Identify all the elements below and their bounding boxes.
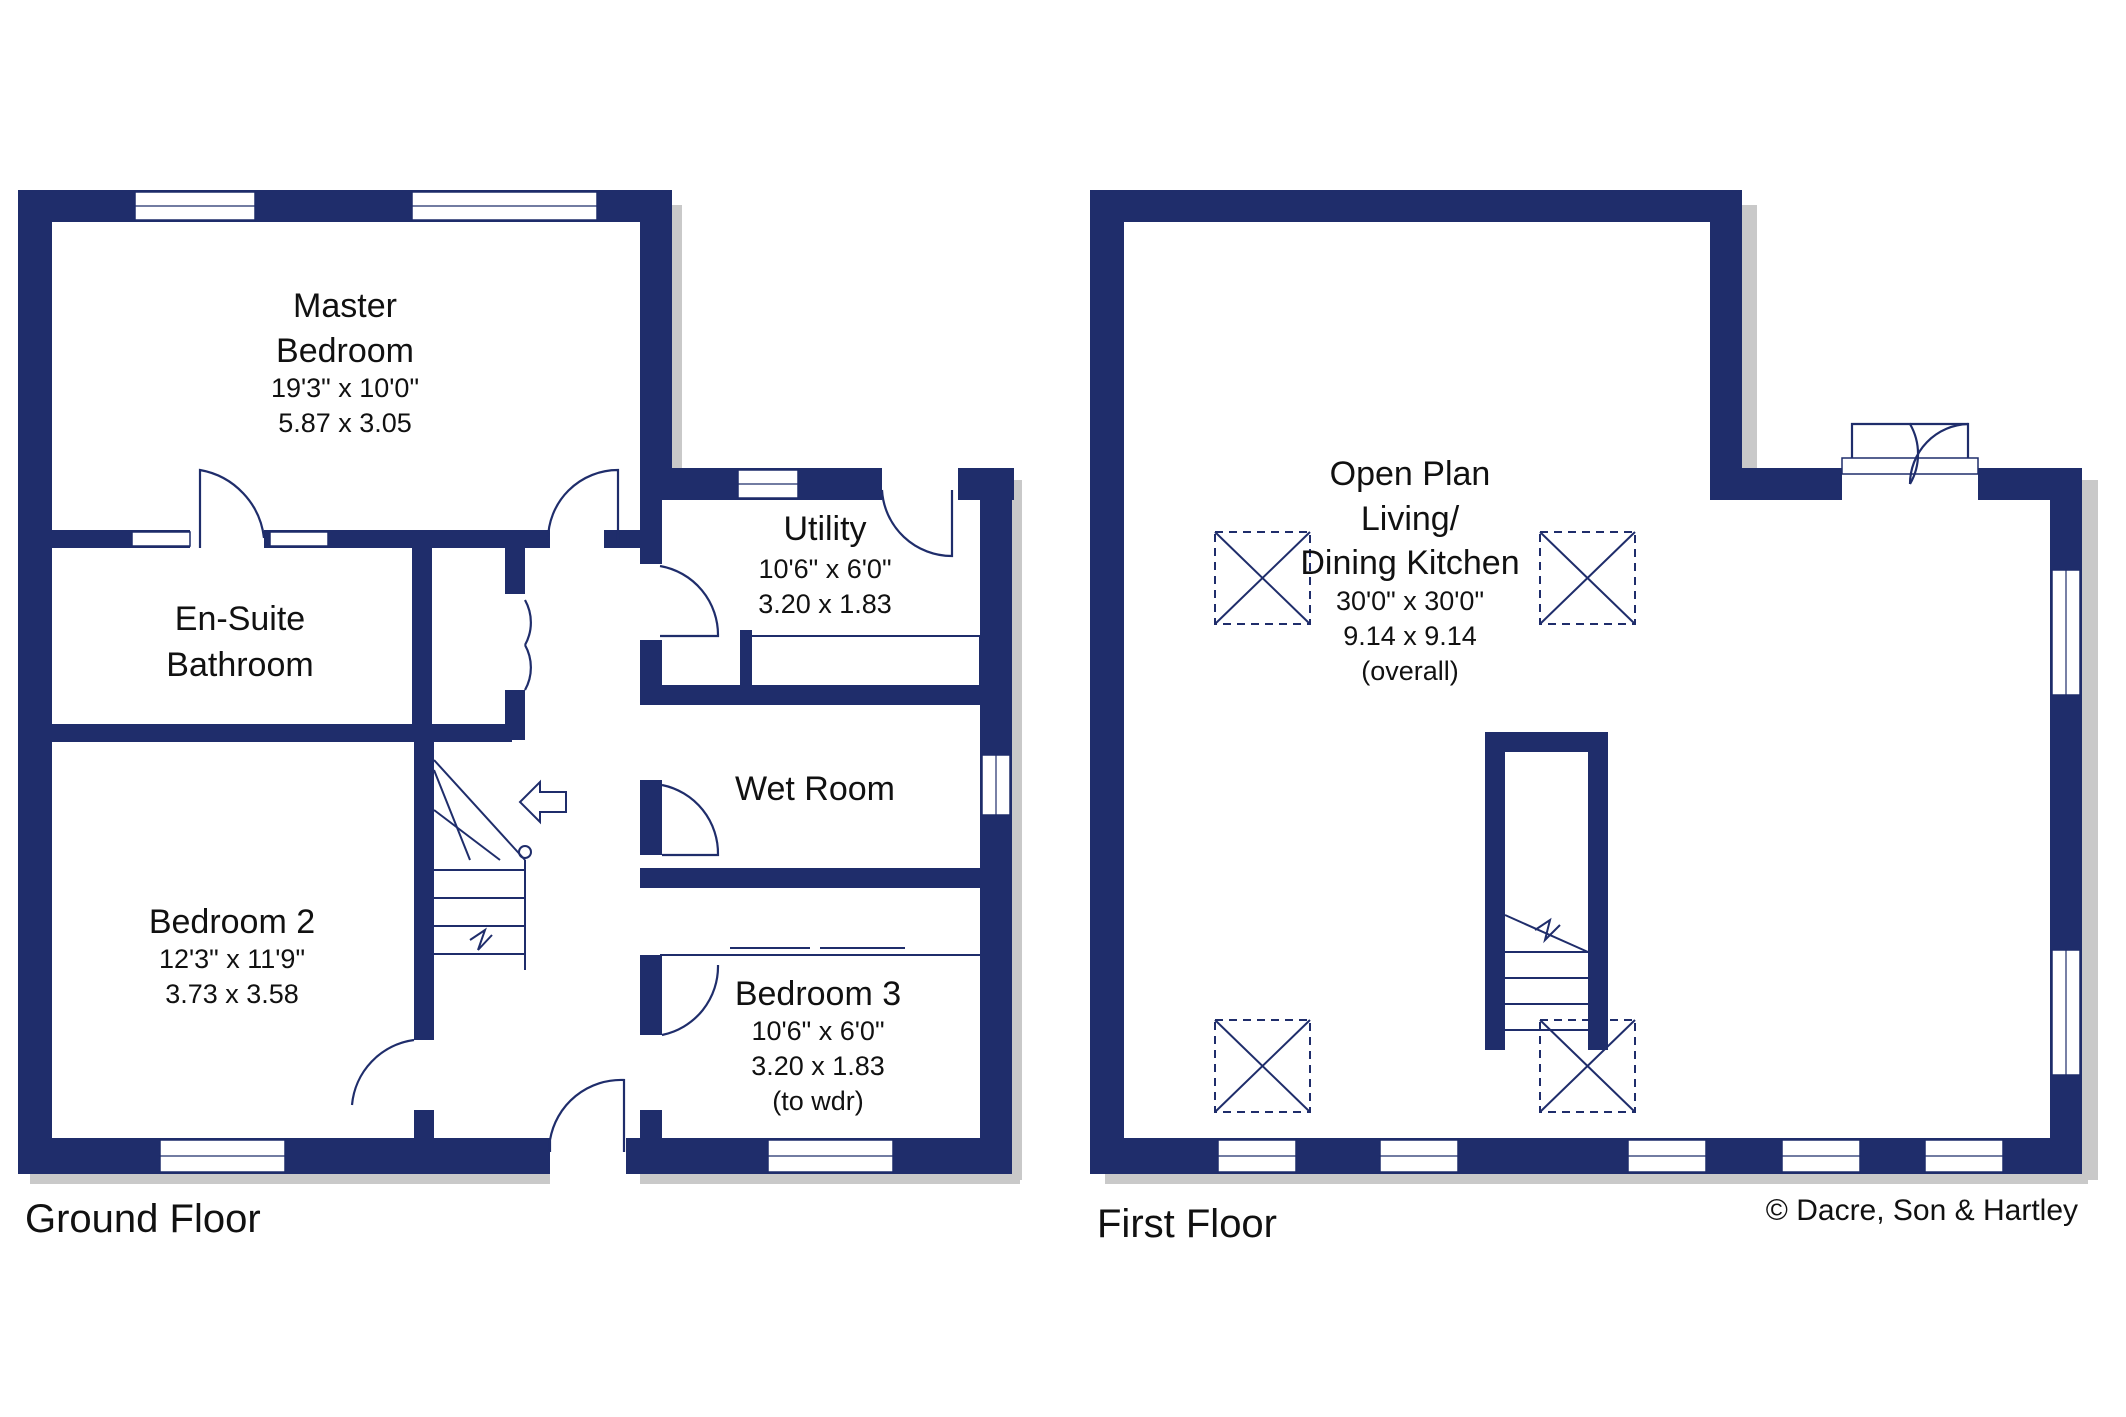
copyright-text: © Dacre, Son & Hartley [1766,1194,2078,1227]
first-floor-walls [1090,190,2082,1174]
bedroom-3-note: (to wdr) [772,1086,864,1116]
en-suite-label-2: Bathroom [166,646,313,684]
first-floor-windows [1217,569,2081,1173]
open-plan-note: (overall) [1361,656,1459,686]
wet-room-label: Wet Room [735,770,895,808]
bedroom-2-label: Bedroom 2 [149,903,315,941]
master-bedroom-dim-metric: 5.87 x 3.05 [278,408,412,438]
ground-floor-doors [198,468,954,1152]
open-plan-label-2: Living/ [1361,500,1460,538]
open-plan-label-1: Open Plan [1330,455,1491,493]
ground-floor-labels: Master Bedroom 19'3" x 10'0" 5.87 x 3.05… [25,287,901,1241]
first-floor-doors [1841,422,1979,485]
first-floor-caption: First Floor [1097,1202,1277,1246]
utility-dim-imperial: 10'6" x 6'0" [758,554,891,584]
utility-dim-metric: 3.20 x 1.83 [758,589,892,619]
master-bedroom-label-2: Bedroom [276,332,414,370]
bedroom-3-dim-imperial: 10'6" x 6'0" [751,1016,884,1046]
bedroom-2-dim-metric: 3.73 x 3.58 [165,979,299,1009]
en-suite-label-1: En-Suite [175,600,305,638]
first-floor-labels: Open Plan Living/ Dining Kitchen 30'0" x… [1097,455,2078,1246]
bedroom-3-label: Bedroom 3 [735,975,901,1013]
utility-label: Utility [783,510,866,548]
master-bedroom-dim-imperial: 19'3" x 10'0" [271,373,419,403]
open-plan-dim-metric: 9.14 x 9.14 [1343,621,1477,651]
ground-floor-windows [131,191,1011,1173]
master-bedroom-label-1: Master [293,287,397,325]
ground-floor-fittings [433,635,981,970]
open-plan-dim-imperial: 30'0" x 30'0" [1336,586,1484,616]
open-plan-label-3: Dining Kitchen [1300,544,1519,582]
first-floor-fittings [1214,531,1636,1113]
bedroom-3-dim-metric: 3.20 x 1.83 [751,1051,885,1081]
ground-floor-caption: Ground Floor [25,1197,261,1241]
bedroom-2-dim-imperial: 12'3" x 11'9" [159,944,305,974]
